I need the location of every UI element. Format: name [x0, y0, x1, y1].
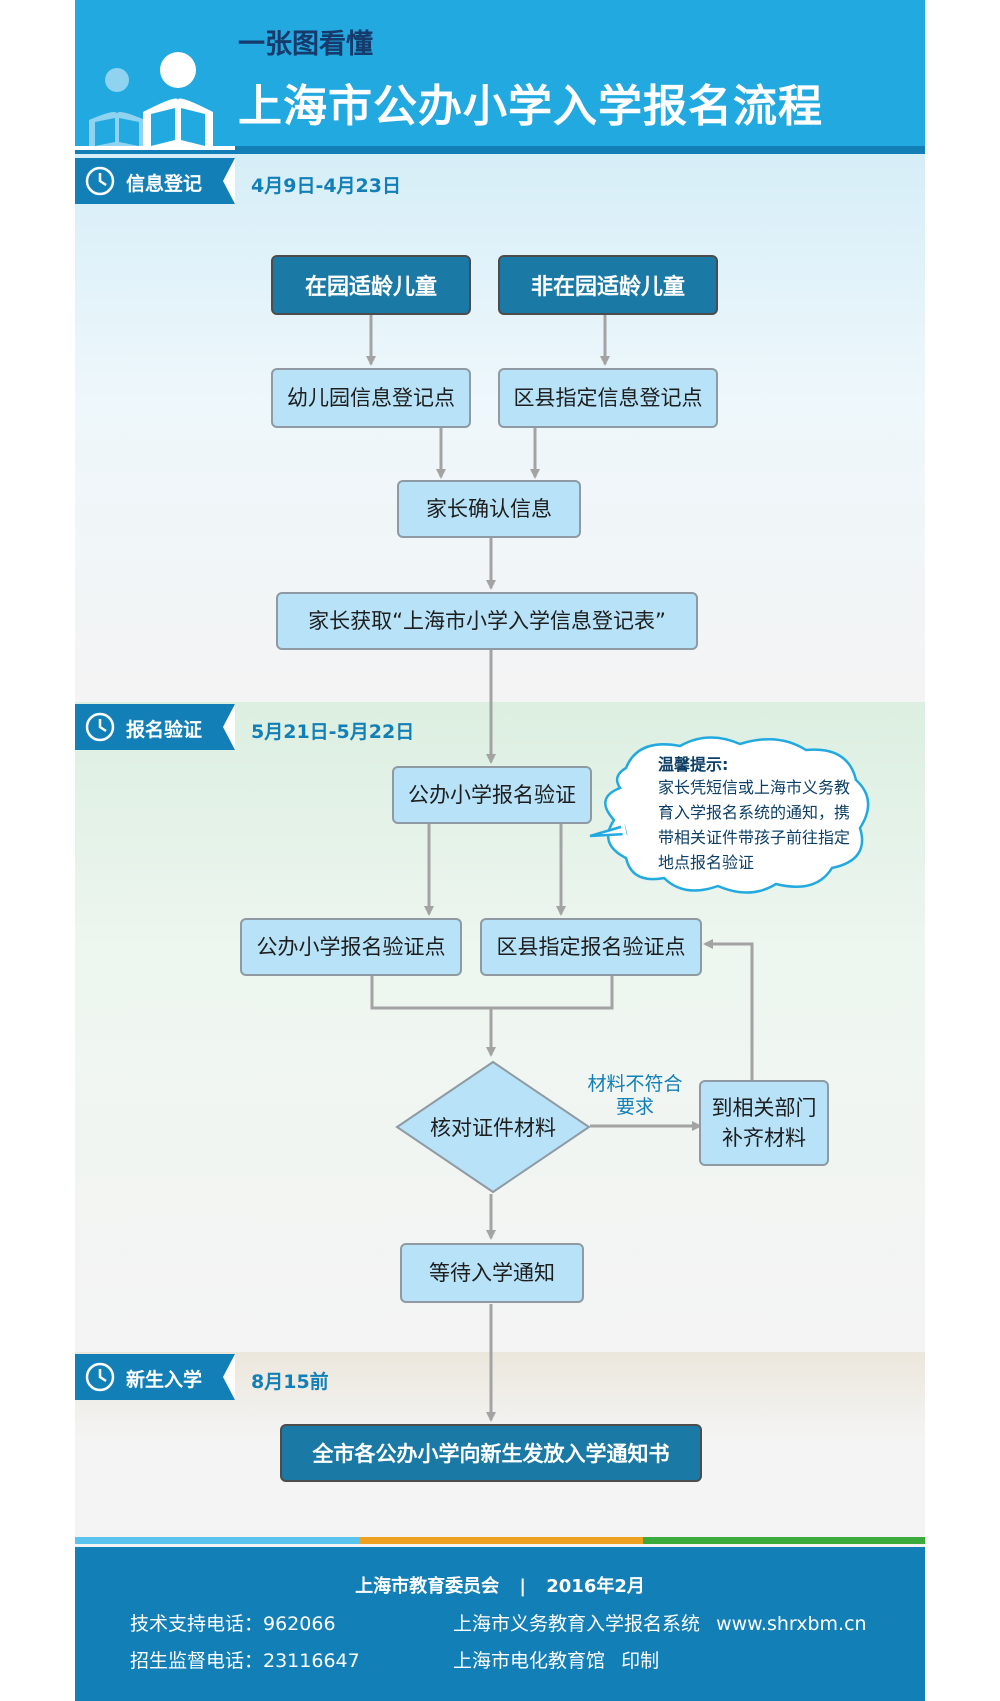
edge-label-line: 材料不符合 — [587, 1073, 683, 1095]
tip-line: 带相关证件带孩子前往指定 — [658, 828, 851, 847]
footer-system: 上海市义务教育入学报名系统 www.shrxbm.cn — [453, 1609, 867, 1636]
flow-node-in-kindergarten: 在园适龄儿童 — [271, 255, 471, 315]
flow-node-check-docs: 核对证件材料 — [430, 1116, 556, 1140]
flow-node-school-verify: 公办小学报名验证 — [392, 766, 592, 824]
tip-line: 家长凭短信或上海市义务教 — [658, 778, 851, 797]
flow-node-not-in-kindergarten: 非在园适龄儿童 — [498, 255, 718, 315]
header-title: 上海市公办小学入学报名流程 — [238, 81, 823, 132]
footer-tech-support: 技术支持电话：962066 — [130, 1613, 336, 1635]
footer-system-name: 上海市义务教育入学报名系统 — [453, 1613, 701, 1635]
phase-tag-registration: 信息登记 — [75, 158, 235, 204]
footer-printer: 上海市电化教育馆 印制 — [453, 1646, 659, 1673]
phase-date: 4月9日-4月23日 — [251, 175, 401, 197]
flow-node-kindergarten-point: 幼儿园信息登记点 — [271, 368, 471, 428]
flow-node-district-point: 区县指定信息登记点 — [498, 368, 718, 428]
tip-box: 温馨提示: 家长凭短信或上海市义务教 育入学报名系统的通知，携 带相关证件带孩子… — [658, 751, 888, 875]
header-subtitle: 一张图看懂 — [238, 29, 373, 60]
tag-notch — [223, 704, 235, 750]
phase-label: 信息登记 — [126, 173, 203, 195]
stripe-green — [643, 1537, 925, 1544]
footer-issuer: 上海市教育委员会 — [355, 1576, 500, 1597]
flow-connectors — [366, 314, 754, 1422]
footer-url[interactable]: www.shrxbm.cn — [716, 1613, 867, 1635]
phase-tag-enrollment: 新生入学 — [75, 1354, 235, 1400]
flow-node-district-verify-point: 区县指定报名验证点 — [480, 918, 702, 976]
reading-child-icon — [75, 52, 235, 150]
tip-line: 育入学报名系统的通知，携 — [658, 803, 851, 822]
stripe-blue — [75, 1537, 359, 1544]
phase-date: 5月21日-5月22日 — [251, 721, 415, 743]
clock-icon — [85, 712, 115, 742]
stripe-orange — [359, 1537, 643, 1544]
node-line: 补齐材料 — [722, 1126, 806, 1150]
phase-label: 新生入学 — [126, 1369, 203, 1391]
footer-date: 2016年2月 — [546, 1576, 645, 1597]
phase-date: 8月15前 — [251, 1371, 329, 1393]
tag-notch — [223, 158, 235, 204]
flow-node-parent-get-form: 家长获取“上海市小学入学信息登记表” — [276, 592, 698, 650]
footer-printed: 印制 — [621, 1650, 660, 1672]
footer-separator: | — [519, 1576, 526, 1597]
flow-node-wait-notice: 等待入学通知 — [400, 1243, 584, 1303]
flow-node-issue-notice: 全市各公办小学向新生发放入学通知书 — [280, 1424, 702, 1482]
flow-node-supplement-docs: 到相关部门 补齐材料 — [699, 1080, 829, 1166]
phase-label: 报名验证 — [126, 719, 203, 741]
header-base-bar — [75, 146, 925, 154]
infographic: 一张图看懂 上海市公办小学入学报名流程 信息登记 4月9日-4月23日 报名验证… — [75, 0, 925, 1701]
tip-title: 温馨提示: — [658, 755, 729, 774]
footer-issuer-line: 上海市教育委员会 | 2016年2月 — [75, 1572, 925, 1598]
footer-supervision: 招生监督电话：23116647 — [130, 1650, 360, 1672]
node-line: 到相关部门 — [711, 1096, 817, 1120]
flow-decision-diamond — [395, 1060, 591, 1194]
footer-printer-name: 上海市电化教育馆 — [453, 1650, 606, 1672]
flow-edge-label-docs-invalid: 材料不符合 要求 — [565, 1073, 705, 1119]
flow-node-school-verify-point: 公办小学报名验证点 — [240, 918, 462, 976]
tag-notch — [223, 1354, 235, 1400]
footer: 上海市教育委员会 | 2016年2月 技术支持电话：962066 上海市义务教育… — [75, 1547, 925, 1701]
clock-icon — [85, 1362, 115, 1392]
phase-tag-verification: 报名验证 — [75, 704, 235, 750]
edge-label-line: 要求 — [615, 1096, 654, 1118]
clock-icon — [85, 166, 115, 196]
tip-line: 地点报名验证 — [658, 853, 755, 872]
header-banner — [75, 0, 925, 152]
thought-cloud-icon — [589, 736, 870, 894]
flow-node-parent-confirm: 家长确认信息 — [397, 480, 581, 538]
